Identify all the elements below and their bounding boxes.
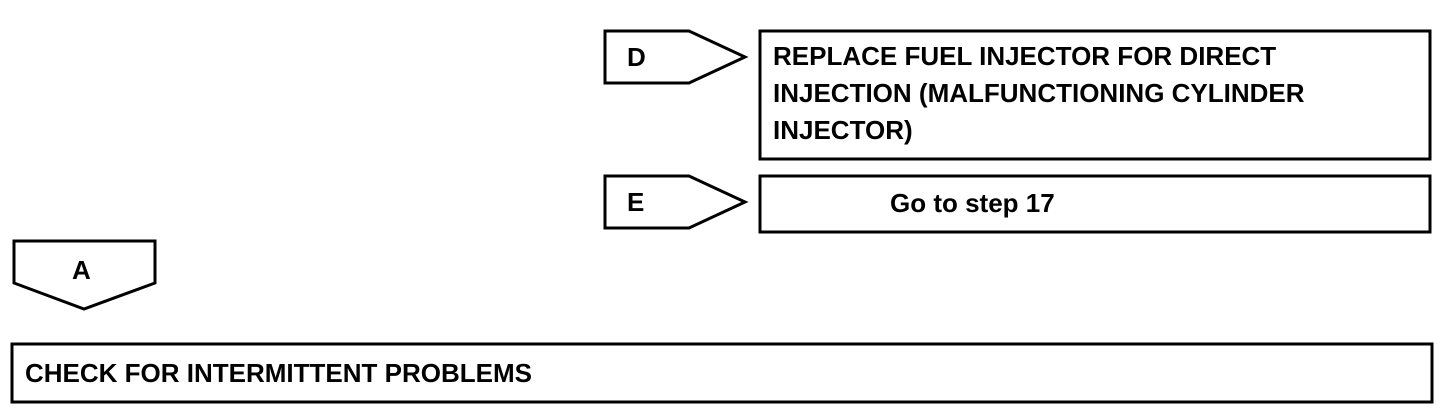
result-d-tag: [603, 29, 749, 85]
result-e-code: E: [627, 187, 645, 217]
result-d-action-text: REPLACE FUEL INJECTOR FOR DIRECT INJECTI…: [773, 41, 1305, 145]
result-e-action-text: Go to step 17: [890, 188, 1055, 218]
result-e-tag: [603, 174, 749, 230]
result-d-code: D: [627, 42, 646, 72]
main-path-a-tag: [12, 239, 157, 311]
next-step-box: [10, 342, 1434, 404]
result-d-action-box: [758, 29, 1432, 161]
main-path-a-code: A: [72, 255, 91, 285]
result-e-action-box: [758, 174, 1432, 234]
next-step-label: CHECK FOR INTERMITTENT PROBLEMS: [25, 358, 532, 388]
